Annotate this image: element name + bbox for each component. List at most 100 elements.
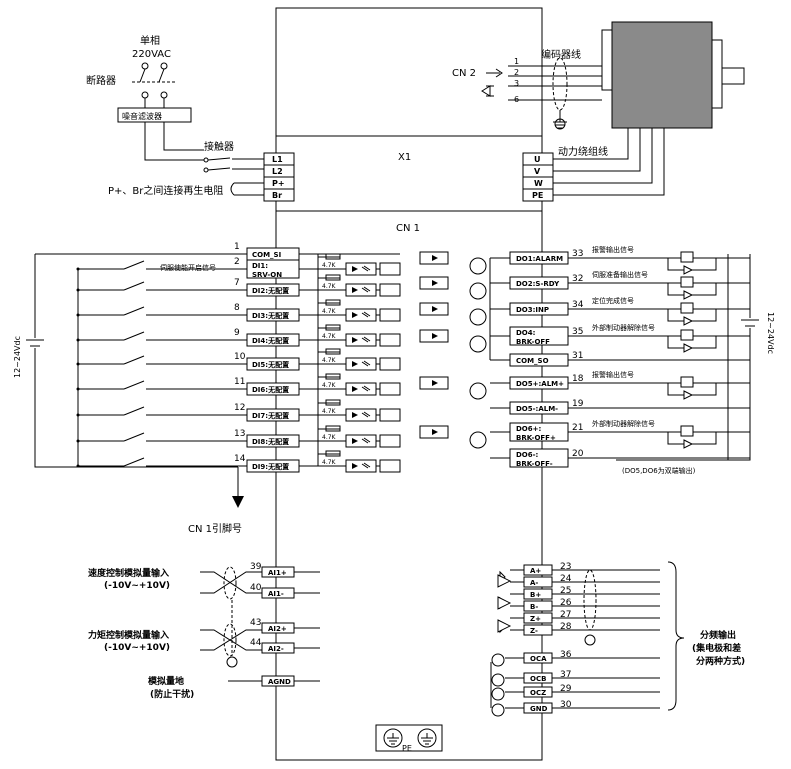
flyback-diode <box>683 265 694 275</box>
optocoupler <box>345 357 377 371</box>
flyback-diode <box>683 316 694 326</box>
opto-receiver <box>379 283 401 297</box>
terminal-w: W <box>534 179 543 188</box>
output-transistor <box>469 257 487 275</box>
output-terminal-label: DO3:INP <box>516 306 549 314</box>
resistor-value-label: 4.7K <box>322 283 337 290</box>
output-pin-number: 31 <box>572 351 583 361</box>
output-terminal-label: DO5-:ALM- <box>516 405 558 413</box>
resistor-value-label: 4.7K <box>322 262 337 269</box>
input-switch <box>123 432 145 442</box>
output-pin-number: 20 <box>572 449 584 459</box>
output-note: 外部制动器解除信号 <box>592 323 655 332</box>
input-pin-number: 13 <box>234 429 245 439</box>
motor-terminal-block: U V W PE <box>522 152 554 202</box>
input-switch <box>123 406 145 416</box>
output-note: 外部制动器解除信号 <box>592 419 655 428</box>
analog-terminal-label: AI2- <box>268 645 284 653</box>
divider-title-3: 分两种方式) <box>696 655 745 667</box>
encoder-output-label: OCZ <box>530 689 546 697</box>
cn2-label: CN 2 <box>452 68 476 79</box>
output-note: 报警输出信号 <box>592 245 634 254</box>
terminal-v: V <box>534 167 541 176</box>
encoder-output-label: Z- <box>530 627 538 635</box>
input-pin-number: 10 <box>234 352 246 362</box>
input-terminal-label: DI9:无配置 <box>252 462 289 471</box>
resistor-value-label: 4.7K <box>322 459 337 466</box>
input-terminal-label: DI3:无配置 <box>252 311 289 320</box>
power-terminal-block: L1 L2 P+ Br <box>263 152 295 202</box>
optocoupler <box>345 333 377 347</box>
input-switch <box>123 281 145 291</box>
output-transistor <box>469 308 487 326</box>
resistor-value-label: 4.7K <box>322 408 337 415</box>
resistor-value-label: 4.7K <box>322 333 337 340</box>
input-terminal-label: DI1: <box>252 262 268 270</box>
output-pin-number: 35 <box>572 327 583 337</box>
analog-terminal-label: AI2+ <box>268 625 287 633</box>
collector-transistor <box>491 653 505 667</box>
analog-terminal-label: AI1+ <box>268 569 287 577</box>
terminal-br: Br <box>272 191 282 200</box>
encoder-output-pin-number: 30 <box>560 700 572 710</box>
analog-section: 速度控制模拟量输入 (-10V~+10V) 力矩控制模拟量输入 (-10V~+1… <box>88 562 320 700</box>
breaker-label: 断路器 <box>86 74 116 87</box>
output-pin-number: 33 <box>572 249 583 259</box>
right-supply-label: 12~24Vdc <box>766 312 775 354</box>
single-phase-label: 单相 <box>140 34 160 47</box>
divider-title-2: (集电极和差 <box>692 642 741 654</box>
load-relay <box>680 276 694 288</box>
load-relay <box>680 425 694 437</box>
input-pin-number: 9 <box>234 328 240 338</box>
input-switch <box>123 260 145 270</box>
terminal-pplus: P+ <box>272 179 285 188</box>
output-terminal-label: DO2:S-RDY <box>516 280 560 288</box>
analog-pin-number: 44 <box>250 638 262 648</box>
collector-transistor <box>491 687 505 701</box>
input-pin-number: 2 <box>234 257 240 267</box>
pe-label: PE <box>402 744 412 753</box>
drive-body <box>275 7 543 761</box>
terminal-pe: PE <box>532 191 543 200</box>
output-transistor <box>469 431 487 449</box>
input-terminal-label: DI8:无配置 <box>252 437 289 446</box>
input-pin-number: 8 <box>234 303 240 313</box>
output-note: 定位完成信号 <box>592 296 634 305</box>
cn2-pin-2: 2 <box>514 68 519 77</box>
encoder-output-label: A+ <box>530 567 541 575</box>
output-terminal-label: BRK-OFF+ <box>516 434 556 442</box>
output-terminal-label: DO1:ALARM <box>516 255 563 263</box>
left-supply-label: 12~24Vdc <box>13 336 22 378</box>
terminal-l2: L2 <box>272 167 283 176</box>
resistor-value-label: 4.7K <box>322 382 337 389</box>
encoder-output-pin-number: 37 <box>560 670 571 680</box>
encoder-output-label: GND <box>530 705 548 713</box>
output-pin-number: 32 <box>572 274 583 284</box>
opto-receiver <box>379 459 401 473</box>
input-terminal-label: DI6:无配置 <box>252 385 289 394</box>
speed-input-label: 速度控制模拟量输入 <box>88 567 169 579</box>
opto-receiver <box>379 408 401 422</box>
output-terminal-label: BRK-OFF- <box>516 460 553 468</box>
encoder-output-label: B- <box>530 603 538 611</box>
output-pin-number: 19 <box>572 399 584 409</box>
optocoupler <box>345 459 377 473</box>
optocoupler <box>345 382 377 396</box>
opto-receiver <box>379 308 401 322</box>
torque-range-label: (-10V~+10V) <box>104 643 170 653</box>
optocoupler <box>345 434 377 448</box>
optocoupler <box>345 283 377 297</box>
output-pin-number: 21 <box>572 423 583 433</box>
encoder-cable-label: 编码器线 <box>541 48 581 61</box>
output-pin-number: 18 <box>572 374 584 384</box>
encoder-output-pin-number: 27 <box>560 610 571 620</box>
encoder-output-terminal <box>523 624 553 636</box>
analog-terminal-label: AI1- <box>268 590 284 598</box>
encoder-output-label: B+ <box>530 591 541 599</box>
output-terminal-label: DO6+: <box>516 425 541 433</box>
resistor-value-label: 4.7K <box>322 434 337 441</box>
